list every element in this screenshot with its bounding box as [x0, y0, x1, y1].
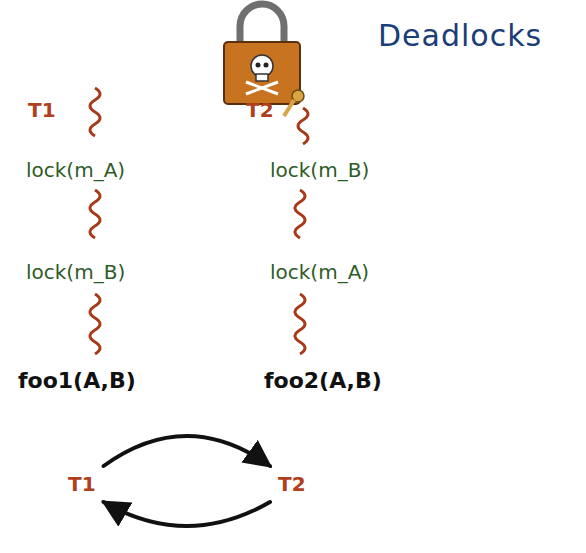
thread-node: T2	[272, 468, 312, 500]
lock-call: lock(m_B)	[270, 158, 369, 182]
thread-name: T2	[278, 472, 306, 496]
wait-arrow	[104, 436, 270, 466]
diagram-title: Deadlocks	[378, 18, 542, 53]
function-call: foo1(A,B)	[18, 368, 136, 393]
thread-squiggle	[90, 88, 308, 354]
thread-name: T1	[68, 472, 96, 496]
lock-call: lock(m_B)	[26, 260, 125, 284]
thread-node: T1	[62, 468, 102, 500]
lock-call: lock(m_A)	[270, 260, 369, 284]
thread-label: T2	[246, 98, 274, 122]
function-call: foo2(A,B)	[264, 368, 382, 393]
thread-label: T1	[28, 98, 56, 122]
wait-arrow	[104, 502, 270, 526]
lock-call: lock(m_A)	[26, 158, 125, 182]
